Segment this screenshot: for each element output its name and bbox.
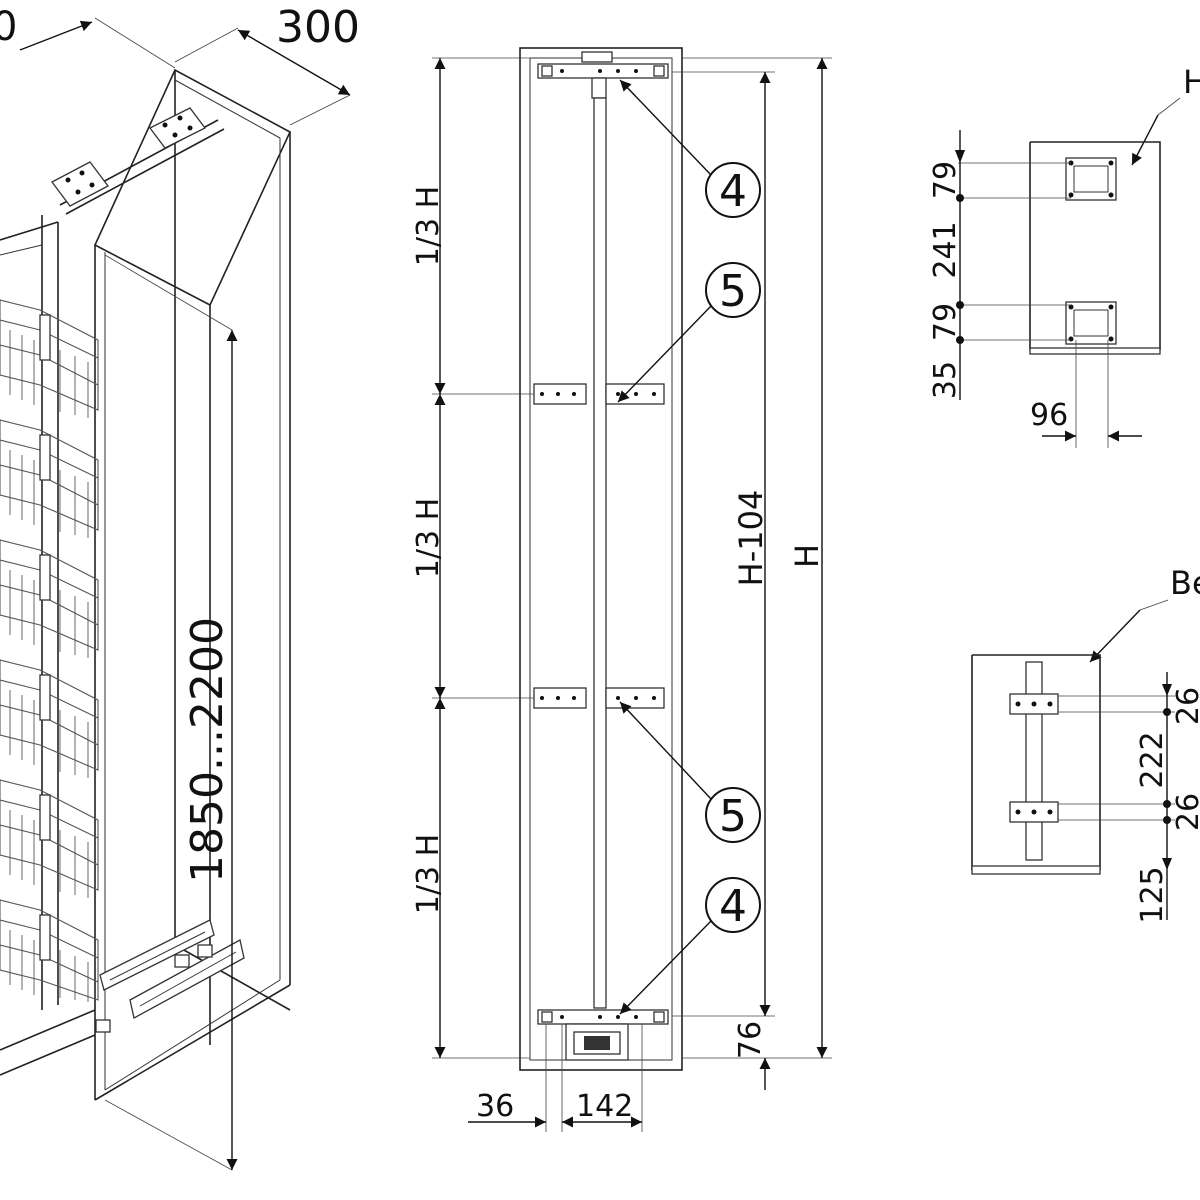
third-label-top: 1/3 H [411, 186, 446, 266]
top-dim-241: 241 [928, 221, 963, 278]
dim-height-iso: 1850...2200 [104, 254, 238, 1171]
bottom-runners [95, 919, 245, 1033]
callout-5-upper: 5 [617, 262, 761, 403]
dim-thirds: 1/3 H 1/3 H 1/3 H [411, 57, 534, 1059]
basket [0, 659, 99, 778]
dim-h-label: H [788, 544, 826, 568]
dim-bottom-76-label: 76 [733, 1021, 768, 1059]
top-detail-cabinet [1029, 141, 1161, 350]
basket [0, 899, 99, 1002]
dim-center-142-label: 142 [576, 1089, 633, 1124]
bottom-detail: Be 26 222 26 125 [971, 564, 1200, 924]
top-rail [51, 107, 225, 215]
isometric-view: 0 300 1850...2200 [0, 2, 360, 1171]
bottom-detail-title: Be [1170, 564, 1200, 602]
top-detail-plate-upper [1065, 157, 1117, 201]
wire-baskets [0, 299, 99, 1002]
bottom-dim-26-upper: 26 [1171, 687, 1200, 725]
top-detail-dims: 79 241 79 35 96 [928, 130, 1142, 448]
dim-depth-iso: 300 [174, 2, 360, 126]
front-outer-frame [519, 47, 683, 1071]
bottom-dim-222: 222 [1135, 731, 1170, 788]
callout-4-bottom: 4 [619, 877, 761, 1015]
callout-5-upper-label: 5 [719, 266, 747, 317]
bottom-dim-125: 125 [1135, 866, 1170, 923]
top-dim-79-upper: 79 [928, 161, 963, 199]
center-column [593, 97, 607, 1009]
top-dim-79-lower: 79 [928, 303, 963, 341]
dim-left-offset-36-label: 36 [476, 1089, 514, 1124]
top-detail-title: H [1183, 63, 1200, 101]
top-fitting [537, 51, 669, 99]
top-mounting-plate-front [51, 161, 109, 207]
top-mounting-plate-rear [149, 107, 206, 149]
cabinet-frame [93, 68, 292, 1101]
callout-5-lower-label: 5 [719, 791, 747, 842]
dim-width-label: 0 [0, 4, 17, 50]
dim-h: H [682, 57, 832, 1059]
top-detail: H 79 241 79 [928, 63, 1200, 448]
basket [0, 539, 99, 658]
basket [0, 779, 99, 898]
top-detail-plate-lower [1065, 301, 1117, 345]
dim-bottom-76: 76 [733, 1021, 771, 1090]
callout-5-lower: 5 [619, 701, 761, 843]
dim-depth-label: 300 [276, 2, 360, 53]
bottom-detail-dims: 26 222 26 125 [1058, 672, 1200, 924]
callout-4-top: 4 [619, 79, 761, 218]
third-label-middle: 1/3 H [411, 498, 446, 578]
top-dim-96: 96 [1030, 398, 1068, 433]
front-view: 1/3 H 1/3 H 1/3 H H-104 H 76 [411, 47, 832, 1132]
dim-bottom-widths: 36 142 [468, 1024, 643, 1132]
dim-h-minus-104: H-104 [672, 71, 775, 1017]
basket [0, 419, 99, 538]
bottom-detail-plate-lower [1009, 801, 1059, 823]
bottom-detail-rail [1025, 661, 1043, 861]
top-dim-35: 35 [928, 361, 963, 399]
callout-4-top-label: 4 [719, 166, 747, 217]
third-label-bottom: 1/3 H [411, 834, 446, 914]
dim-width-iso: 0 [0, 4, 176, 69]
dim-height-range-label: 1850...2200 [182, 617, 233, 883]
bottom-fitting [537, 1009, 669, 1061]
basket [0, 299, 99, 418]
bottom-detail-plate-upper [1009, 693, 1059, 715]
dim-h-minus-104-label: H-104 [732, 490, 770, 587]
bottom-detail-cabinet [971, 654, 1101, 870]
callout-4-bottom-label: 4 [719, 881, 747, 932]
bottom-dim-26-lower: 26 [1171, 793, 1200, 831]
